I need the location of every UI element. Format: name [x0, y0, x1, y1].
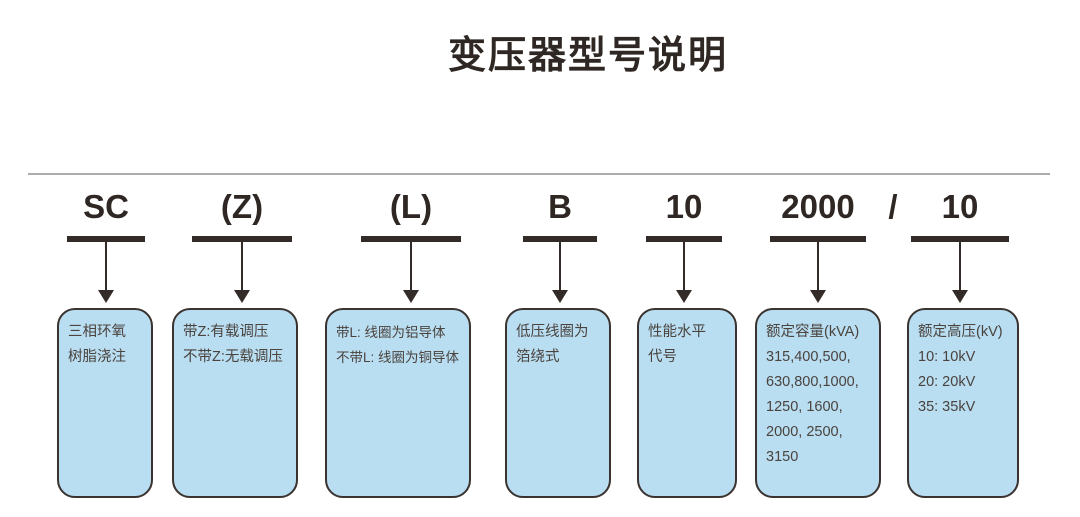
down-arrow-icon [959, 242, 961, 292]
description-line: 2000, 2500, [766, 424, 843, 440]
code-underline [523, 236, 597, 242]
code-underline [911, 236, 1009, 242]
description-line: 箔绕式 [516, 349, 560, 365]
description-line: 额定高压(kV) [918, 324, 1003, 340]
down-arrow-icon [683, 242, 685, 292]
description-box-z: 带Z:有载调压 不带Z:无载调压 [172, 308, 298, 498]
code-label-sc: SC [83, 188, 129, 225]
code-underline [770, 236, 866, 242]
description-line: 树脂浇注 [68, 349, 126, 365]
down-arrow-icon [105, 242, 107, 292]
description-line: 1250, 1600, [766, 399, 843, 415]
description-line: 不带L: 线圈为铜导体 [336, 350, 460, 365]
description-line: 低压线圈为 [516, 324, 589, 340]
code-underline [192, 236, 292, 242]
description-line: 带Z:有载调压 [183, 324, 269, 340]
code-underline [67, 236, 145, 242]
description-box-hv: 额定高压(kV) 10: 10kV 20: 20kV 35: 35kV [907, 308, 1019, 498]
down-arrow-icon [817, 242, 819, 292]
description-box-10: 性能水平 代号 [637, 308, 737, 498]
description-line: 带L: 线圈为铝导体 [336, 325, 446, 340]
description-box-sc: 三相环氧 树脂浇注 [57, 308, 153, 498]
code-label-l: (L) [389, 188, 433, 225]
description-line: 10: 10kV [918, 349, 976, 365]
down-arrow-icon [410, 242, 412, 292]
top-rule [28, 173, 1050, 175]
down-arrow-icon [559, 242, 561, 292]
code-label-hv-10: 10 [941, 188, 979, 225]
description-line: 三相环氧 [68, 324, 126, 340]
code-underline [361, 236, 461, 242]
description-line: 性能水平 [648, 324, 706, 340]
description-line: 315,400,500, [766, 349, 851, 365]
down-arrow-icon [241, 242, 243, 292]
down-arrow-icon [98, 290, 114, 303]
description-line: 35: 35kV [918, 399, 976, 415]
code-label-2000: 2000 [781, 188, 855, 225]
down-arrow-icon [552, 290, 568, 303]
down-arrow-icon [952, 290, 968, 303]
page-title: 变压器型号说明 [447, 35, 729, 77]
description-line: 630,800,1000, [766, 374, 859, 390]
down-arrow-icon [403, 290, 419, 303]
slash-separator: / [888, 188, 898, 225]
code-label-b: B [548, 188, 572, 225]
description-box-2000: 额定容量(kVA) 315,400,500, 630,800,1000, 125… [755, 308, 881, 498]
code-underline [646, 236, 722, 242]
description-line: 不带Z:无载调压 [183, 349, 283, 365]
code-label-10: 10 [665, 188, 703, 225]
description-line: 20: 20kV [918, 374, 976, 390]
down-arrow-icon [810, 290, 826, 303]
down-arrow-icon [234, 290, 250, 303]
description-box-b: 低压线圈为 箔绕式 [505, 308, 611, 498]
description-box-l: 带L: 线圈为铝导体 不带L: 线圈为铜导体 [325, 308, 471, 498]
description-line: 代号 [648, 349, 677, 365]
down-arrow-icon [676, 290, 692, 303]
code-label-z: (Z) [220, 188, 264, 225]
description-line: 额定容量(kVA) [766, 324, 860, 340]
description-line: 3150 [766, 449, 799, 465]
